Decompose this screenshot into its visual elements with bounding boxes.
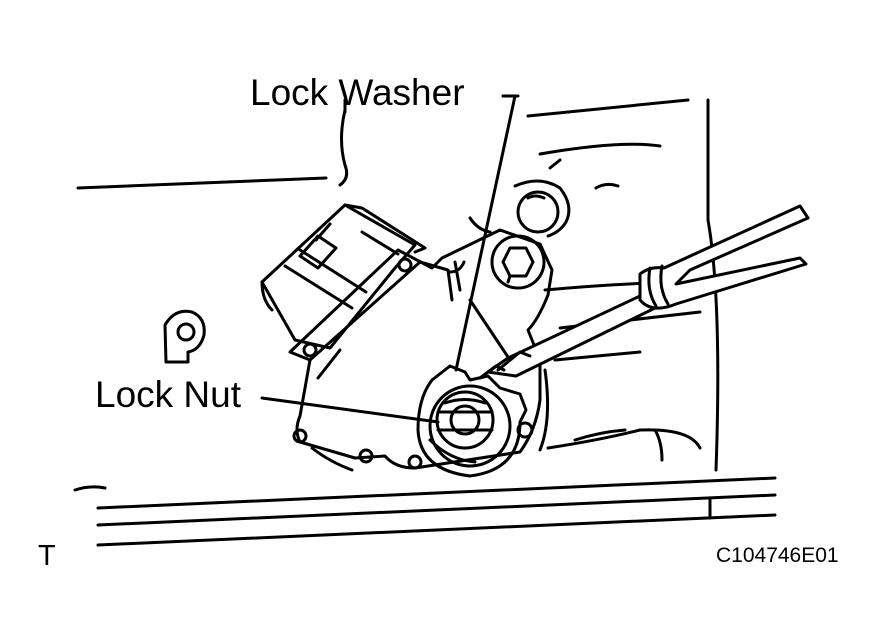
mounting-tab	[163, 309, 206, 364]
lock-washer-label: Lock Washer	[250, 72, 465, 113]
leader-lines	[260, 94, 520, 424]
screwdriver	[478, 204, 810, 380]
transmission-case-outline	[73, 98, 720, 492]
view-marker-label: T	[38, 540, 56, 572]
base-plate-lines	[96, 476, 777, 547]
switch-body-plate	[288, 228, 554, 470]
lock-nut-label: Lock Nut	[95, 374, 242, 415]
lock-nut-assembly	[416, 364, 528, 478]
figure-code-label: C104746E01	[716, 544, 839, 567]
connector-housing	[260, 203, 427, 350]
case-boss	[513, 179, 571, 238]
hex-bolt	[490, 234, 546, 290]
